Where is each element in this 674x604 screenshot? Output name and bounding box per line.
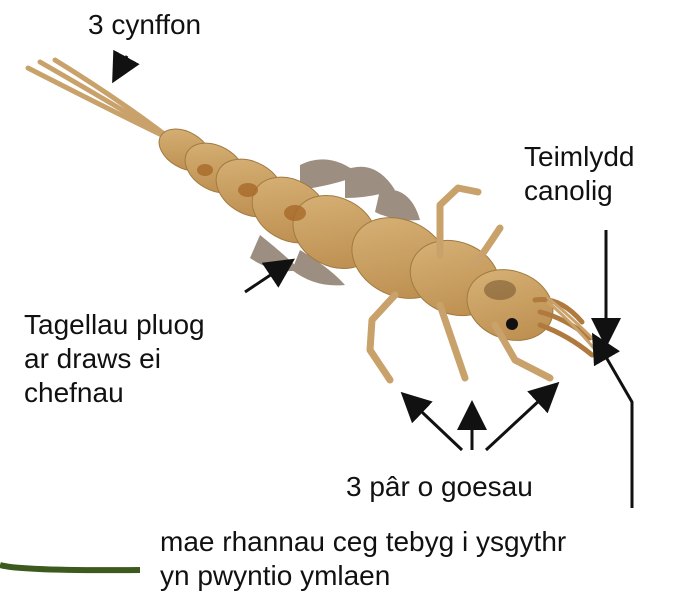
label-tails: 3 cynffon (88, 8, 201, 42)
mouthparts-arrow (595, 338, 632, 508)
label-mouthparts: mae rhannau ceg tebyg i ysgythr yn pwynt… (160, 525, 566, 593)
label-antenna: Teimlydd canolig (524, 140, 634, 208)
green-divider-line (0, 565, 140, 570)
legs-arrow-right (486, 386, 555, 450)
label-gills: Tagellau pluog ar draws ei chefnau (24, 308, 205, 410)
label-legs: 3 pâr o goesau (346, 470, 533, 504)
tails-arrow (115, 56, 127, 78)
tails (28, 60, 172, 140)
legs-arrow-left (405, 396, 462, 450)
eye-icon (506, 318, 518, 330)
